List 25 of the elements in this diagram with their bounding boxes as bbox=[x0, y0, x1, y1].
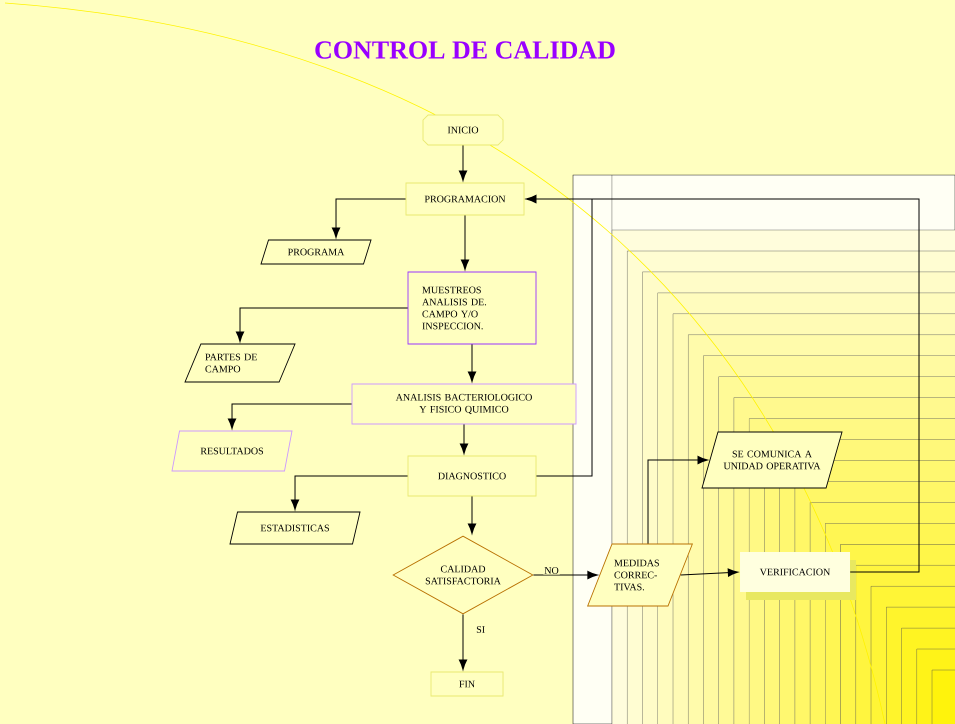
arrow bbox=[228, 404, 352, 429]
arrow bbox=[458, 144, 468, 181]
arrow bbox=[290, 476, 408, 510]
title: CONTROL DE CALIDAD bbox=[315, 41, 615, 59]
process-box: FIN bbox=[430, 672, 504, 696]
process-box: ANALISIS BACTERIOLOGICO Y FISICO QUIMICO bbox=[352, 384, 576, 424]
data-parallelogram: MEDIDAS CORREC- TIVAS. bbox=[587, 544, 694, 606]
arrow bbox=[332, 198, 406, 238]
arrow bbox=[532, 570, 598, 580]
process-box: MUESTREOS ANALISIS DE. CAMPO Y/O INSPECCION. bbox=[408, 272, 536, 344]
arrow bbox=[458, 614, 468, 670]
arrow bbox=[648, 456, 708, 544]
arrow bbox=[526, 194, 920, 572]
process-box: VERIFICACION bbox=[740, 552, 850, 592]
arrow bbox=[460, 214, 470, 270]
arrow bbox=[468, 344, 476, 382]
process-box: DIAGNOSTICO bbox=[408, 456, 536, 496]
edge-label: SI bbox=[475, 625, 486, 634]
arrow bbox=[460, 424, 468, 454]
arrow bbox=[468, 496, 476, 534]
arrow bbox=[680, 568, 738, 577]
edge-label: NO bbox=[543, 566, 560, 575]
terminal-box: INICIO bbox=[422, 114, 504, 146]
process-box: PROGRAMACION bbox=[406, 182, 524, 216]
arrow bbox=[236, 308, 408, 342]
